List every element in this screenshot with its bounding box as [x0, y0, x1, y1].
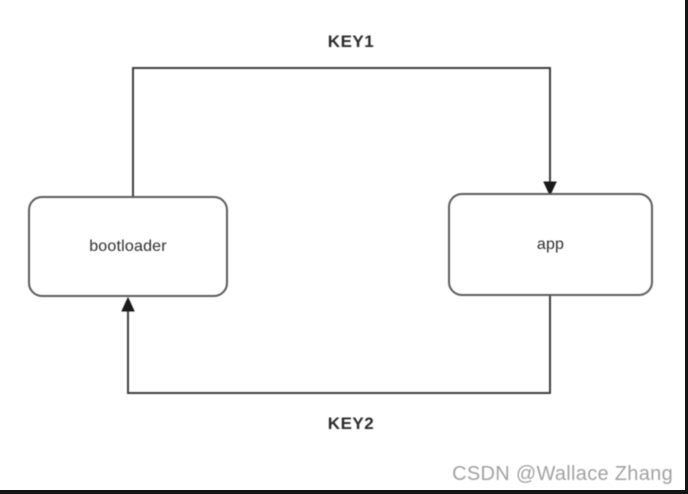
edge-key2-arrowhead — [121, 296, 135, 312]
edge-key1-arrowhead — [543, 181, 557, 197]
edge-key2-label: KEY2 — [327, 414, 375, 433]
node-bootloader: bootloader — [28, 196, 228, 297]
edge-key2-line — [127, 296, 551, 394]
edge-key1-line — [132, 67, 551, 196]
node-app: app — [448, 193, 653, 296]
node-app-label: app — [536, 235, 565, 253]
watermark: CSDN @Wallace Zhang — [452, 463, 673, 485]
node-bootloader-label: bootloader — [89, 237, 167, 255]
edge-key1-label: KEY1 — [327, 32, 375, 51]
